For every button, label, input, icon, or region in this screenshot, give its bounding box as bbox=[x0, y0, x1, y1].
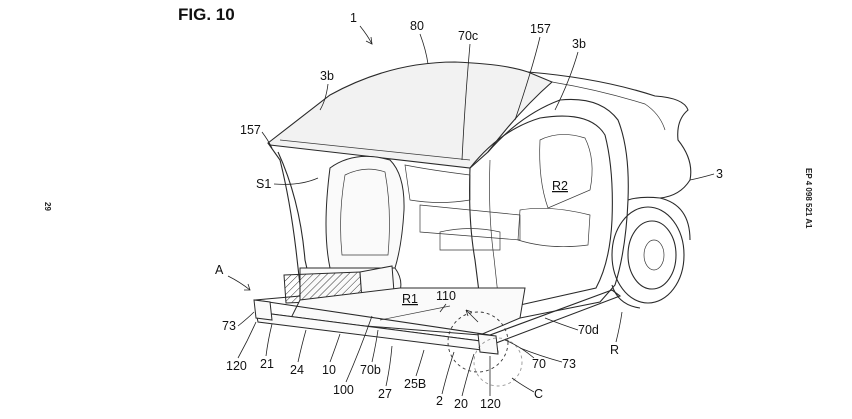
leader-73-left bbox=[237, 311, 255, 327]
leader-80 bbox=[419, 33, 429, 65]
floor-tunnel bbox=[439, 228, 501, 251]
floor-crossmember bbox=[379, 305, 451, 321]
label-C: C bbox=[534, 387, 543, 401]
label-80: 80 bbox=[410, 19, 424, 33]
label-1: 1 bbox=[350, 11, 357, 25]
leader-70d bbox=[544, 317, 579, 331]
leader-157-left bbox=[261, 131, 273, 149]
leader-R bbox=[615, 311, 623, 343]
page-number: 29 bbox=[43, 202, 52, 211]
label-70c: 70c bbox=[458, 29, 478, 43]
bracket-right bbox=[477, 333, 499, 355]
rear-deck-line bbox=[551, 81, 666, 131]
leader-157-top bbox=[514, 36, 541, 121]
roof-edge-line bbox=[279, 139, 471, 161]
b-pillar bbox=[469, 167, 481, 301]
leader-3 bbox=[689, 173, 715, 181]
label-120-left: 120 bbox=[226, 359, 247, 373]
bracket-left bbox=[253, 299, 273, 321]
rear-roof-line bbox=[527, 71, 692, 199]
label-10: 10 bbox=[322, 363, 336, 377]
label-70: 70 bbox=[532, 357, 546, 371]
figure-title: FIG. 10 bbox=[178, 5, 235, 24]
label-21: 21 bbox=[260, 357, 274, 371]
leader-21 bbox=[265, 323, 273, 357]
detail-circle-c bbox=[447, 311, 509, 373]
label-R1: R1 bbox=[402, 292, 418, 306]
label-73-right: 73 bbox=[562, 357, 576, 371]
front-pillar-left-inner bbox=[277, 151, 311, 283]
label-3b-right: 3b bbox=[572, 37, 586, 51]
label-120-bottom: 120 bbox=[480, 397, 501, 411]
leader-73-right bbox=[519, 347, 563, 363]
leader-24 bbox=[297, 329, 307, 363]
label-A: A bbox=[215, 263, 224, 277]
label-R: R bbox=[610, 343, 619, 357]
leader-3b-left bbox=[319, 83, 329, 111]
leader-A bbox=[227, 275, 251, 291]
arrow-floor-head bbox=[465, 309, 473, 317]
dashboard bbox=[404, 164, 471, 203]
center-console bbox=[419, 204, 521, 241]
front-pillar-left bbox=[267, 142, 301, 286]
leader-1 bbox=[359, 25, 373, 45]
label-20: 20 bbox=[454, 397, 468, 411]
label-70d: 70d bbox=[578, 323, 599, 337]
leader-100 bbox=[345, 315, 373, 383]
leader-70b bbox=[371, 329, 379, 363]
vehicle-drawing bbox=[253, 61, 692, 387]
label-73-left: 73 bbox=[222, 319, 236, 333]
label-70b: 70b bbox=[360, 363, 381, 377]
leader-27 bbox=[385, 345, 393, 387]
label-25B: 25B bbox=[404, 377, 426, 391]
label-100: 100 bbox=[333, 383, 354, 397]
label-3: 3 bbox=[716, 167, 723, 181]
b-pillar-inner bbox=[489, 159, 499, 296]
leader-25B bbox=[415, 349, 425, 377]
label-157-left: 157 bbox=[240, 123, 261, 137]
label-2: 2 bbox=[436, 394, 443, 408]
leader-2 bbox=[441, 351, 455, 395]
arrow-floor bbox=[465, 309, 479, 323]
leader-70c bbox=[461, 43, 471, 161]
leader-A-arrow bbox=[244, 283, 251, 291]
label-110: 110 bbox=[436, 289, 456, 303]
leader-110 bbox=[439, 303, 447, 313]
label-S1: S1 bbox=[256, 177, 271, 191]
leader-20 bbox=[461, 353, 475, 397]
rear-seat-outline bbox=[539, 134, 593, 209]
leader-120-left bbox=[237, 321, 257, 359]
rear-seat-cushion bbox=[517, 207, 591, 248]
patent-number-side-text: EP 4 098 521 A1 bbox=[804, 168, 813, 229]
detail-circle-c-outer bbox=[473, 337, 523, 387]
leader-10 bbox=[329, 333, 341, 363]
label-24: 24 bbox=[290, 363, 304, 377]
leader-70 bbox=[504, 339, 535, 359]
label-3b-left: 3b bbox=[320, 69, 334, 83]
door-frame-outer bbox=[487, 98, 629, 319]
label-27: 27 bbox=[378, 387, 392, 401]
leader-1-arrow bbox=[365, 36, 373, 45]
label-R2: R2 bbox=[552, 179, 568, 193]
leader-C bbox=[511, 377, 535, 393]
label-157-top: 157 bbox=[530, 22, 551, 36]
rear-wheel bbox=[611, 206, 685, 309]
door-frame-inner bbox=[469, 115, 613, 306]
reference-labels: 1 80 70c 157 3b 3b 157 S1 3 R2 A R1 110 … bbox=[215, 11, 723, 411]
front-crossmember bbox=[254, 285, 301, 301]
leader-3b-right bbox=[554, 51, 579, 111]
rear-fender bbox=[627, 196, 691, 241]
roof-panel bbox=[267, 61, 554, 169]
leader-S1 bbox=[273, 177, 319, 185]
